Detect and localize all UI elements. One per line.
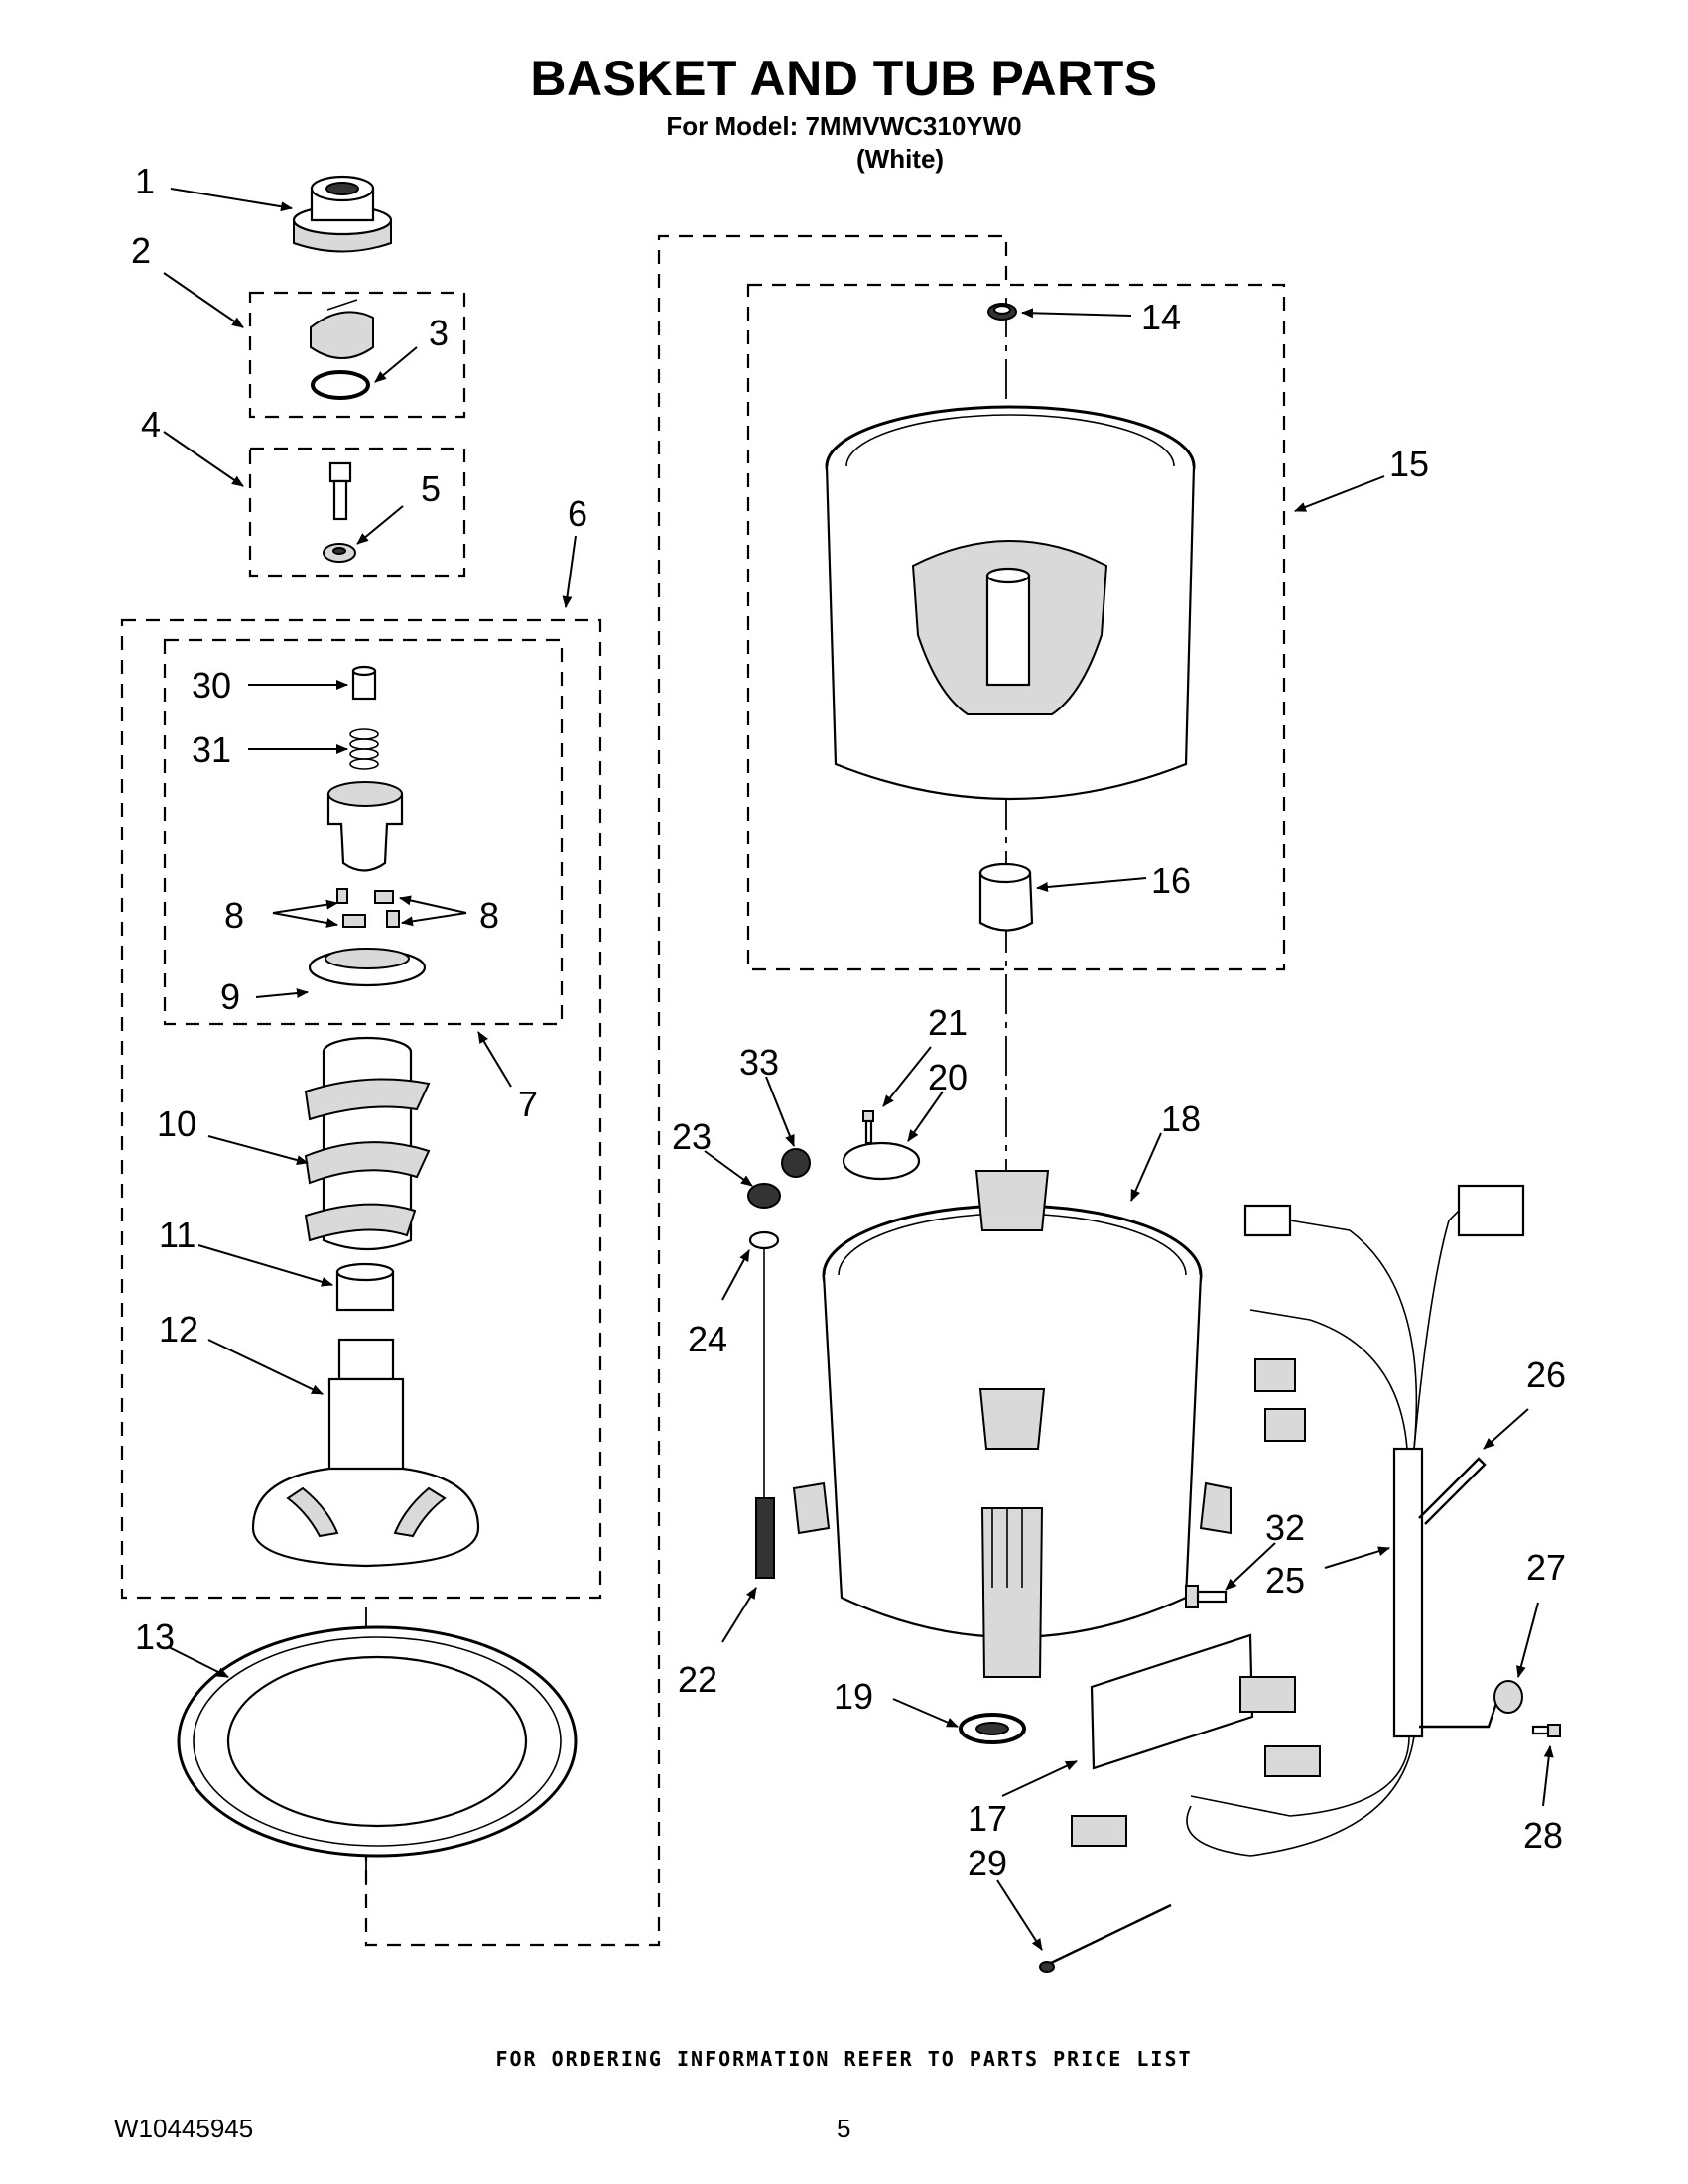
callout-13: 13 [135, 1616, 175, 1657]
callout-1: 1 [135, 161, 155, 201]
part-8-dogs [336, 888, 400, 928]
callout-11: 11 [159, 1215, 195, 1255]
callout-19: 19 [834, 1676, 873, 1717]
part-3-ring [311, 370, 370, 400]
callout-27: 27 [1526, 1547, 1566, 1588]
callout-25: 25 [1265, 1560, 1305, 1601]
callout-17: 17 [968, 1798, 1007, 1839]
callout-23: 23 [672, 1116, 712, 1157]
part-17-label [1090, 1633, 1254, 1770]
part-31-spring [349, 728, 379, 770]
callout-16: 16 [1151, 860, 1191, 901]
part-22-damper [755, 1497, 775, 1579]
callout-32: 32 [1265, 1507, 1305, 1548]
callout-31: 31 [192, 729, 231, 770]
callout-28: 28 [1523, 1815, 1563, 1856]
ordering-note: FOR ORDERING INFORMATION REFER TO PARTS … [495, 2047, 1193, 2071]
color-line: (White) [856, 144, 945, 174]
part-21-screw [862, 1110, 874, 1145]
group-box-4 [248, 447, 466, 578]
group-box-15 [746, 283, 1286, 971]
part-30-cap [351, 665, 377, 701]
page-number: 5 [837, 2114, 851, 2143]
callout-7: 7 [518, 1084, 538, 1124]
part-26-tube [1418, 1457, 1487, 1525]
part-28-screw [1531, 1724, 1561, 1737]
callout-26: 26 [1526, 1354, 1566, 1395]
part-14-nut [987, 303, 1017, 321]
connector-dashed-path [364, 234, 1008, 1947]
callout-21: 21 [928, 1002, 968, 1043]
part-12-impeller [251, 1338, 480, 1568]
part-18-outer-tub [792, 1170, 1232, 1678]
callout-labels: 1 2 3 4 5 6 30 31 8 8 9 7 10 11 12 13 14… [131, 161, 1566, 1883]
part-16-hub [978, 862, 1034, 932]
callout-8-right: 8 [479, 895, 499, 936]
part-15-basket [825, 405, 1196, 801]
part-23-cap [747, 1183, 781, 1209]
callout-10: 10 [157, 1103, 196, 1144]
part-32-screw [1185, 1585, 1228, 1608]
group-box-2 [248, 291, 466, 419]
document-number: W10445945 [114, 2114, 254, 2143]
part-19-seal [959, 1713, 1026, 1744]
part-1-cap [292, 175, 393, 253]
callout-14: 14 [1141, 297, 1181, 337]
callout-20: 20 [928, 1057, 968, 1097]
group-box-6 [120, 618, 602, 1600]
part-10-auger [304, 1036, 431, 1251]
part-27-clamp [1419, 1680, 1523, 1729]
callout-22: 22 [678, 1659, 717, 1700]
group-box-7 [163, 638, 564, 1026]
part-cam-body [326, 781, 404, 872]
part-24-seat [748, 1230, 780, 1498]
page-title: BASKET AND TUB PARTS [530, 51, 1158, 106]
part-29-tie [1039, 1903, 1172, 1973]
callout-18: 18 [1161, 1098, 1201, 1139]
callout-30: 30 [192, 665, 231, 706]
callout-4: 4 [141, 404, 161, 445]
part-25-harness [1071, 1184, 1525, 1857]
callout-2: 2 [131, 230, 151, 271]
callout-5: 5 [421, 468, 441, 509]
callout-15: 15 [1389, 444, 1429, 484]
leader-arrows [163, 188, 1554, 1951]
part-4-bolt [328, 461, 352, 521]
part-2-cam [310, 299, 374, 359]
callout-29: 29 [968, 1843, 1007, 1883]
callout-33: 33 [739, 1042, 779, 1083]
callout-8-left: 8 [224, 895, 244, 936]
part-33-spring [781, 1148, 811, 1178]
part-20-bracket [842, 1141, 921, 1181]
part-9-coupler [308, 948, 427, 987]
callout-24: 24 [688, 1319, 727, 1359]
callout-3: 3 [429, 313, 449, 353]
callout-9: 9 [220, 976, 240, 1017]
model-line: For Model: 7MMVWC310YW0 [666, 111, 1022, 141]
part-11-bearing [335, 1262, 395, 1312]
part-5-washer [323, 543, 356, 563]
callout-6: 6 [568, 493, 587, 534]
callout-12: 12 [159, 1309, 198, 1349]
part-13-tub-ring [177, 1625, 578, 1858]
